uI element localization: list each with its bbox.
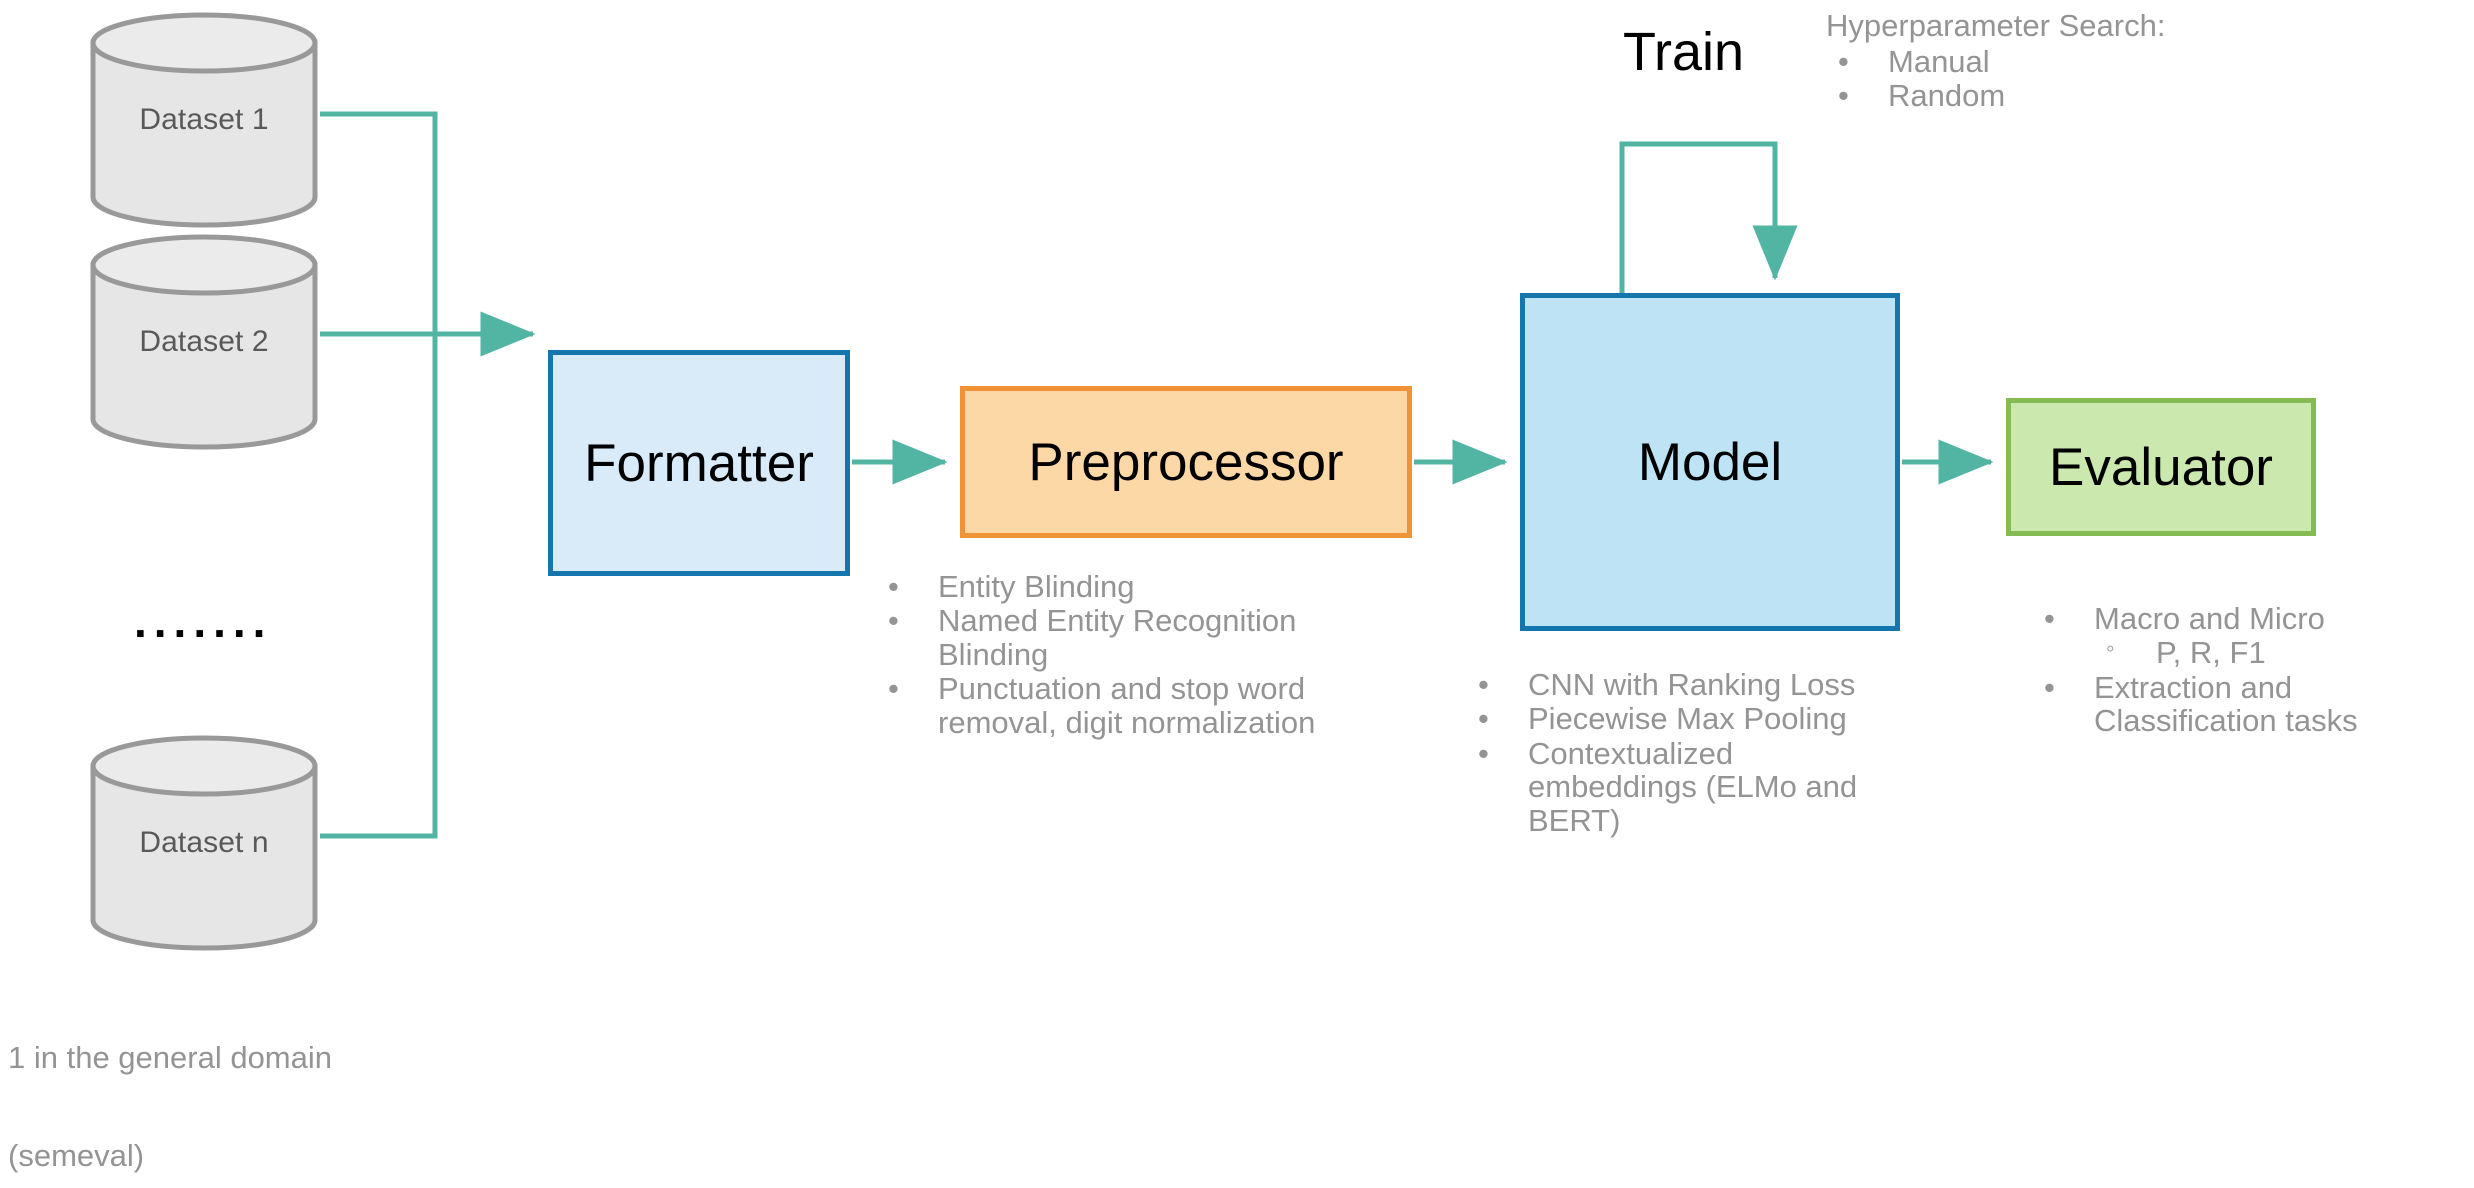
list-item-label: Extraction and Classification tasks [2094, 669, 2358, 739]
list-item-label: CNN with Ranking Loss [1528, 667, 1856, 702]
node-preprocessor[interactable]: Preprocessor [960, 386, 1412, 538]
node-preprocessor-label: Preprocessor [1028, 432, 1344, 492]
bullet-marker: • [1838, 77, 1849, 113]
node-evaluator[interactable]: Evaluator [2006, 398, 2316, 536]
dataset-cylinder-2[interactable]: Dataset 2 [88, 232, 320, 452]
list-item: • Contextualized embeddings (ELMo and BE… [1466, 735, 1886, 838]
list-item-label: Entity Blinding [938, 569, 1135, 604]
node-model[interactable]: Model [1520, 293, 1900, 631]
dataset-cylinder-1[interactable]: Dataset 1 [88, 10, 320, 230]
bullet-marker: • [1478, 667, 1489, 702]
list-item: • Extraction and Classification tasks [2032, 669, 2472, 739]
preprocessor-details-list: • Entity Blinding • Named Entity Recogni… [876, 570, 1376, 740]
train-loop-label: Train [1623, 22, 1745, 82]
list-item-sub: ◦ P, R, F1 [2032, 635, 2472, 671]
bullet-marker: • [2044, 601, 2055, 636]
list-item-label: Manual [1888, 43, 1990, 79]
connector-datasetn-to-formatter [320, 334, 438, 839]
list-item: • Entity Blinding [876, 569, 1376, 604]
connector-train-loop [1619, 141, 1798, 293]
evaluator-details-list: • Macro and Micro ◦ P, R, F1 • Extractio… [2032, 602, 2472, 739]
bullet-marker: • [888, 671, 899, 707]
cylinder-shape [90, 234, 318, 450]
bullet-marker: • [888, 603, 899, 639]
list-item: • Punctuation and stop word removal, dig… [876, 672, 1376, 739]
dataset-cylinder-n[interactable]: Dataset n [88, 733, 320, 953]
list-item: • Random [1826, 77, 2166, 113]
bullet-marker: • [1838, 43, 1849, 79]
bullet-marker: • [888, 569, 899, 604]
list-item: • Named Entity Recognition Blinding [876, 604, 1376, 671]
list-item-label: Named Entity Recognition Blinding [938, 603, 1297, 672]
node-model-label: Model [1637, 432, 1783, 492]
list-item-label: Piecewise Max Pooling [1528, 701, 1847, 737]
footnote-line: 1 in the general domain [8, 1039, 333, 1075]
list-item: • CNN with Ranking Loss [1466, 667, 1886, 702]
bullet-marker: • [1478, 701, 1489, 737]
list-item-label: Macro and Micro [2094, 601, 2325, 636]
hyperparameter-search-block: Hyperparameter Search: • Manual • Random [1826, 8, 2166, 114]
node-formatter-label: Formatter [584, 433, 814, 493]
list-item: • Manual [1826, 43, 2166, 79]
list-item-label: Random [1888, 77, 2006, 113]
cylinder-shape [90, 735, 318, 951]
dataset-ellipsis: ....... [134, 595, 273, 647]
hyperparameter-search-list: • Manual • Random [1826, 43, 2166, 113]
list-item-label: Contextualized embeddings (ELMo and BERT… [1528, 735, 1858, 838]
dataset-label-2: Dataset 2 [139, 325, 269, 358]
model-details-list: • CNN with Ranking Loss • Piecewise Max … [1466, 668, 1886, 838]
connector-dataset1-to-formatter [320, 111, 438, 334]
dataset-label-1: Dataset 1 [139, 103, 269, 136]
list-item-label: Punctuation and stop word removal, digit… [938, 671, 1316, 740]
bullet-marker: • [2044, 669, 2055, 705]
hyperparameter-search-title: Hyperparameter Search: [1826, 8, 2166, 43]
node-formatter[interactable]: Formatter [548, 350, 850, 576]
list-item-label: P, R, F1 [2156, 635, 2266, 671]
list-item: • Piecewise Max Pooling [1466, 701, 1886, 737]
node-evaluator-label: Evaluator [2049, 437, 2273, 497]
footnote-line: (semeval) [8, 1138, 145, 1174]
bullet-marker-hollow: ◦ [2106, 635, 2115, 663]
footnote-text: 1 in the general domain (semeval) 2 in t… [8, 976, 478, 1188]
list-item: • Macro and Micro [2032, 601, 2472, 636]
cylinder-shape [90, 12, 318, 228]
bullet-marker: • [1478, 735, 1489, 771]
dataset-label-n: Dataset n [139, 826, 269, 859]
